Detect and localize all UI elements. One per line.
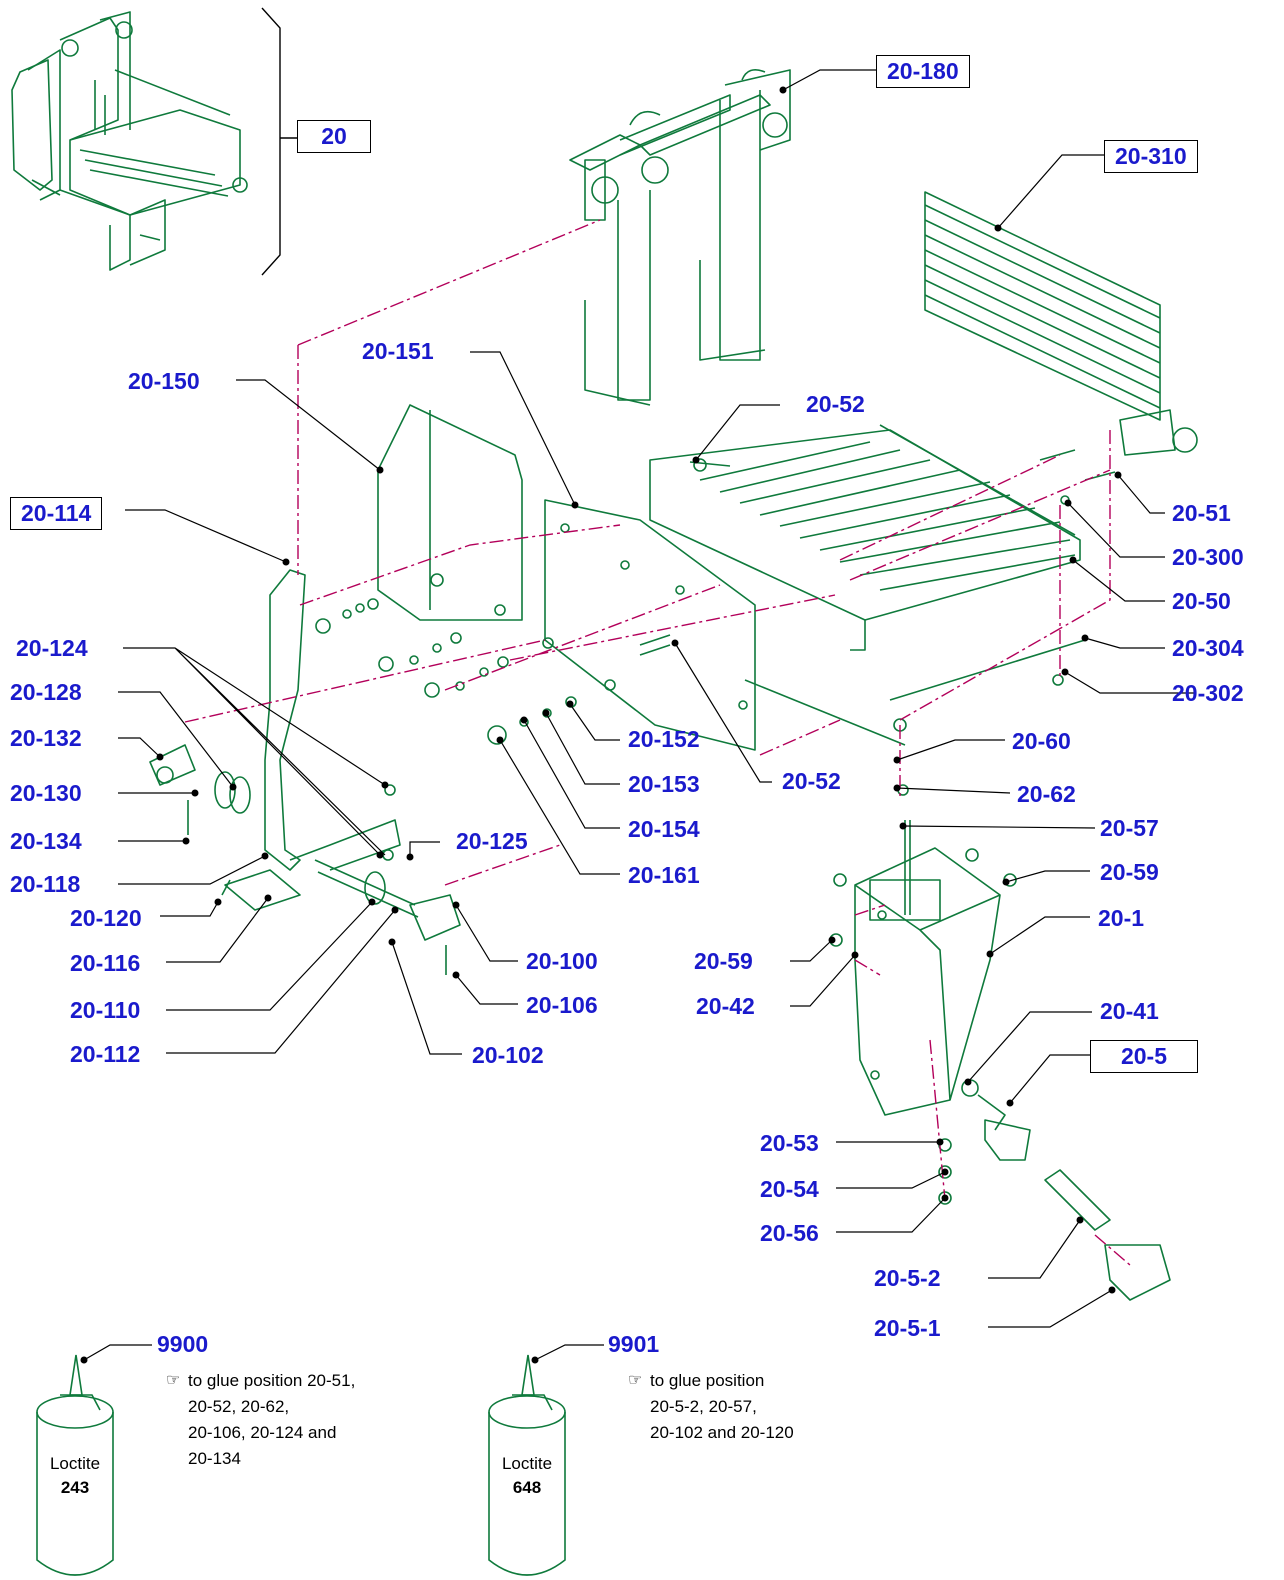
- note-line: to glue position 20-51,: [188, 1371, 356, 1390]
- part-label-9901: 9901: [608, 1331, 660, 1357]
- bottle-type: 243: [60, 1478, 90, 1497]
- left-plate-drawing: [377, 404, 523, 621]
- part-label-20: 20: [297, 120, 371, 153]
- note-line: 20-106, 20-124 and: [188, 1423, 337, 1442]
- part-label-20-5: 20-5: [1090, 1040, 1198, 1073]
- part-label-20-151: 20-151: [362, 338, 434, 364]
- part-label-20-56: 20-56: [760, 1220, 819, 1246]
- pointing-hand-icon: ☞: [628, 1372, 643, 1389]
- part-label-20-57: 20-57: [1100, 815, 1159, 841]
- part-label-9900: 9900: [157, 1331, 209, 1357]
- part-label-20-5-1: 20-5-1: [874, 1315, 941, 1341]
- pointing-hand-icon: ☞: [166, 1372, 181, 1389]
- carrier-plate-drawing: [494, 499, 756, 751]
- part-label-20-100: 20-100: [526, 948, 598, 974]
- note-line: to glue position: [650, 1371, 765, 1390]
- part-label-20-150: 20-150: [128, 368, 200, 394]
- note-line: 20-52, 20-62,: [188, 1397, 290, 1416]
- part-label-20-1: 20-1: [1098, 905, 1145, 931]
- product-tray-drawing: [649, 424, 1086, 746]
- part-label-20-300: 20-300: [1172, 544, 1244, 570]
- glue-bottle-9900-label: Loctite 243: [37, 1452, 113, 1500]
- part-label-20-152: 20-152: [628, 726, 700, 752]
- bottle-brand: Loctite: [49, 1454, 101, 1473]
- part-label-20-128: 20-128: [10, 679, 82, 705]
- note-line: 20-102 and 20-120: [650, 1423, 794, 1442]
- part-label-20-53: 20-53: [760, 1130, 819, 1156]
- glue-bottle-icon: [36, 1354, 114, 1576]
- part-label-20-120: 20-120: [70, 905, 142, 931]
- part-label-20-102: 20-102: [472, 1042, 544, 1068]
- part-label-20-310: 20-310: [1104, 140, 1198, 173]
- part-label-20-154: 20-154: [628, 816, 700, 842]
- part-label-20-125: 20-125: [456, 828, 528, 854]
- rear-plate-drawing: [924, 191, 1198, 456]
- glue-note-9901: ☞ to glue position 20-5-2, 20-57, 20-102…: [628, 1368, 794, 1446]
- part-label-20-110: 20-110: [70, 997, 141, 1023]
- part-label-20-60: 20-60: [1012, 728, 1071, 754]
- part-label-20-304: 20-304: [1172, 635, 1244, 661]
- part-label-20-180: 20-180: [876, 55, 970, 88]
- overview-assembly-drawing: [11, 11, 248, 271]
- part-label-20-51: 20-51: [1172, 500, 1231, 526]
- side-guide-drawing: [569, 69, 791, 406]
- part-label-20-42: 20-42: [696, 993, 755, 1019]
- glue-note-9900: ☞ to glue position 20-51, 20-52, 20-62, …: [166, 1368, 356, 1472]
- part-label-20-124: 20-124: [16, 635, 88, 661]
- part-label-20-134: 20-134: [10, 828, 82, 854]
- part-label-20-161: 20-161: [628, 862, 700, 888]
- part-label-20-106: 20-106: [526, 992, 598, 1018]
- part-label-20-59: 20-59: [1100, 859, 1159, 885]
- glue-bottle-9901-label: Loctite 648: [489, 1452, 565, 1500]
- knob-drawing: [938, 1079, 1171, 1301]
- shaft-parts-drawing: [149, 744, 461, 941]
- part-label-20-54: 20-54: [760, 1176, 819, 1202]
- part-label-20-62: 20-62: [1017, 781, 1076, 807]
- part-label-20-52: 20-52: [782, 768, 841, 794]
- part-label-20-112: 20-112: [70, 1041, 141, 1067]
- bottle-type: 648: [512, 1478, 542, 1497]
- note-line: 20-5-2, 20-57,: [650, 1397, 757, 1416]
- fasteners-drawing: [187, 449, 1116, 975]
- part-label-20-302: 20-302: [1172, 680, 1244, 706]
- part-label-20-130: 20-130: [10, 780, 82, 806]
- part-label-20-59: 20-59: [694, 948, 753, 974]
- bracket-drawing: [264, 569, 401, 871]
- note-line: 20-134: [188, 1449, 241, 1468]
- base-column-drawing: [829, 820, 1017, 1116]
- bottle-brand: Loctite: [501, 1454, 553, 1473]
- part-label-20-50: 20-50: [1172, 588, 1231, 614]
- part-label-20-153: 20-153: [628, 771, 700, 797]
- part-label-20-52: 20-52: [806, 391, 865, 417]
- part-label-20-118: 20-118: [10, 871, 81, 897]
- part-label-20-116: 20-116: [70, 950, 141, 976]
- part-label-20-132: 20-132: [10, 725, 82, 751]
- part-label-20-114: 20-114: [10, 497, 103, 530]
- glue-bottle-icon: [488, 1354, 566, 1576]
- part-label-20-5-2: 20-5-2: [874, 1265, 941, 1291]
- part-label-20-41: 20-41: [1100, 998, 1159, 1024]
